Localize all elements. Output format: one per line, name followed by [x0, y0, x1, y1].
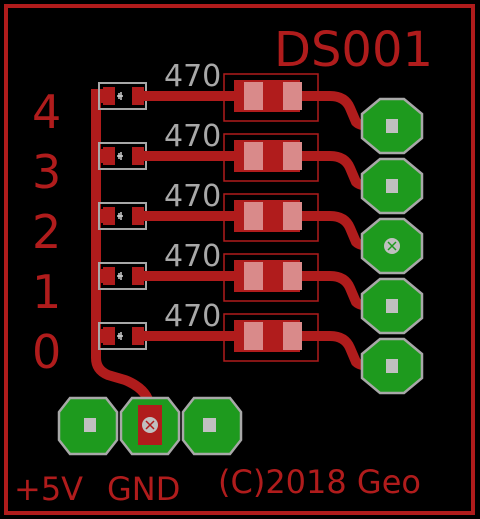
channel-row-1: 1 470	[32, 239, 424, 335]
resistor-smd	[223, 133, 319, 182]
power-pad-gnd	[119, 396, 181, 456]
board-title: DS001	[274, 22, 433, 78]
led-smd	[98, 142, 147, 170]
resistor-value: 470	[164, 299, 221, 334]
channel-rows: 4 470 3 470 2 470 1 470 0 470	[32, 59, 424, 395]
power-bus-trace	[91, 96, 155, 425]
resistor-value: 470	[164, 119, 221, 154]
channel-label: 2	[32, 205, 61, 259]
resistor-smd	[223, 253, 319, 302]
copyright-text: (C)2018 Geo	[218, 463, 421, 501]
resistor-smd	[223, 313, 319, 362]
power-header	[57, 396, 243, 456]
channel-row-3: 3 470	[32, 119, 424, 215]
led-smd	[98, 322, 147, 350]
resistor-value: 470	[164, 59, 221, 94]
channel-row-0: 0 470	[32, 299, 424, 395]
label-5v: +5V	[14, 470, 83, 508]
channel-row-4: 4 470	[32, 59, 424, 155]
resistor-value: 470	[164, 179, 221, 214]
led-smd	[98, 202, 147, 230]
output-pad	[360, 97, 424, 155]
resistor-smd	[223, 73, 319, 122]
power-pad-spare	[181, 396, 243, 456]
output-pad	[360, 337, 424, 395]
channel-label: 3	[32, 145, 61, 199]
output-pad	[360, 277, 424, 335]
resistor-smd	[223, 193, 319, 242]
output-pad	[360, 157, 424, 215]
resistor-value: 470	[164, 239, 221, 274]
channel-label: 1	[32, 265, 61, 319]
board-outline	[4, 4, 475, 515]
led-smd	[98, 82, 147, 110]
channel-label: 0	[32, 325, 61, 379]
channel-row-2: 2 470	[32, 179, 424, 275]
led-smd	[98, 262, 147, 290]
output-pad	[360, 217, 424, 275]
label-gnd: GND	[107, 470, 180, 508]
channel-label: 4	[32, 85, 61, 139]
power-pad-vcc	[57, 396, 119, 456]
